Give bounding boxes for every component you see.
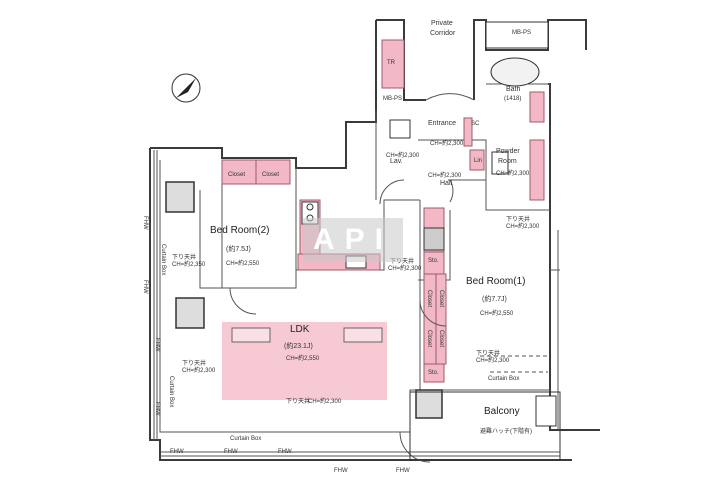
ldk-size: (約23.1J) [284, 343, 313, 350]
ch-ldk-bottom: CH=約2,300 [308, 399, 342, 405]
ch-bed1b-drop: CH=約2,300 [476, 358, 510, 364]
hall-label: Hall [440, 180, 453, 187]
tr-label: TR [387, 60, 395, 66]
curtain-box-left2: Curtain Box [168, 376, 174, 408]
bathtub [490, 57, 540, 87]
toilet-powder [491, 151, 509, 175]
fhw-bottom-3: FHW [278, 449, 292, 455]
toilet-lav [389, 119, 411, 139]
closet-v-label-4: Closet [438, 330, 444, 348]
compass-needle [176, 78, 196, 98]
bed-room-2-size: (約7.5J) [226, 246, 251, 253]
ldk-label: LDK [290, 324, 310, 335]
fhw-left-1: FHW [142, 216, 148, 230]
fhw-bottom-4: FHW [334, 468, 348, 474]
curtain-box-right: Curtain Box [488, 376, 520, 382]
closet-bed2-left [221, 159, 257, 185]
watermark-logo: API [303, 218, 403, 262]
drop-ceiling-ldk-bottom: 下り天井 [286, 399, 311, 405]
balcony-area [409, 391, 561, 461]
balcony-label: Balcony [484, 406, 520, 417]
powder-right-strip [529, 139, 545, 201]
entrance-label: Entrance [428, 120, 457, 127]
closet-strip-4 [435, 273, 447, 365]
pillar-top-left [165, 181, 195, 213]
fhw-bottom-5: FHW [396, 468, 410, 474]
sto-label-1: Sto. [428, 258, 439, 264]
closet-label-1: Closet [228, 172, 246, 178]
fhw-bottom-1: FHW [170, 449, 184, 455]
sto-label-2: Sto. [428, 370, 439, 376]
ch-entrance-label: CH=約2,300 [430, 141, 464, 147]
lin-closet [469, 149, 485, 171]
drop-ceiling-bed1b: 下り天井 [476, 351, 501, 357]
ch-hall-label: CH=約2,300 [428, 173, 462, 179]
bath-size-label: (1418) [504, 96, 522, 102]
closet-bed2-right [255, 159, 291, 185]
curtain-box-left: Curtain Box [160, 244, 166, 276]
mb-ps-left-label: MB-PS [383, 96, 403, 102]
stove-burner-1 [306, 203, 314, 211]
evac-hatch-label: 避難ハッチ(下階有) [480, 429, 532, 435]
lav-label: Lav. [390, 158, 403, 165]
curtain-box-bottom: Curtain Box [230, 436, 262, 442]
closet-v-label-1: Closet [426, 290, 432, 308]
private-corridor-label-1: Private [431, 20, 453, 27]
closet-v-label-3: Closet [426, 330, 432, 348]
tr-room [381, 39, 405, 89]
bath-right-strip [529, 91, 545, 123]
bed-room-2-label: Bed Room(2) [210, 225, 270, 236]
powder-room-label-2: Room [498, 158, 517, 165]
drop-ceiling-bed1: 下り天井 [506, 217, 531, 223]
door-arcs [229, 93, 475, 463]
inner-walls [159, 83, 560, 460]
ch-bed2-drop: CH=約2,350 [172, 262, 206, 268]
fhw-left-2: FHW [142, 280, 148, 294]
fhw-left-4: FHW [154, 402, 160, 416]
pillar-balcony [415, 389, 443, 419]
powder-room-label-1: Powder [496, 148, 520, 155]
ch-lav-label: CH=約2,300 [386, 153, 420, 159]
evac-hatch-box [535, 395, 557, 427]
bed-room-1-size: (約7.7J) [482, 296, 507, 303]
ldk-table-right [343, 327, 383, 343]
ldk-ch: CH=約2,550 [286, 356, 320, 362]
ch-bed1-drop: CH=約2,300 [506, 224, 540, 230]
sc-label: SC [471, 121, 480, 127]
drop-ceiling-ldk-left: 下り天井 [182, 361, 207, 367]
bed-room-2-ch: CH=約2,550 [226, 261, 260, 267]
pillar-hall [423, 227, 445, 251]
ch-powder-label: CH=約2,300 [496, 171, 530, 177]
drop-ceiling-hall: 下り天井 [390, 259, 415, 265]
window-lines [153, 150, 560, 457]
entrance-shelf [463, 117, 473, 147]
bed-room-1-label: Bed Room(1) [466, 276, 526, 287]
ldk-table-left [231, 327, 271, 343]
fhw-bottom-2: FHW [224, 449, 238, 455]
private-corridor-label-2: Corridor [430, 30, 456, 37]
drop-ceiling-dashed [480, 355, 548, 373]
mb-ps-top-label: MB-PS [512, 30, 532, 36]
closet-v-label-2: Closet [438, 290, 444, 308]
sto-bottom [423, 363, 445, 383]
bed-room-1-ch: CH=約2,550 [480, 311, 514, 317]
drop-ceiling-bed2: 下り天井 [172, 255, 197, 261]
mb-ps-top-box [485, 21, 549, 49]
closet-label-2: Closet [262, 172, 280, 178]
lin-label: Lin [474, 158, 483, 164]
bath-label: Bath [506, 86, 521, 93]
ch-hall-drop: CH=約2,300 [388, 266, 422, 272]
ch-ldk-left: CH=約2,300 [182, 368, 216, 374]
fhw-left-3: FHW [154, 338, 160, 352]
pillar-mid-left [175, 297, 205, 329]
